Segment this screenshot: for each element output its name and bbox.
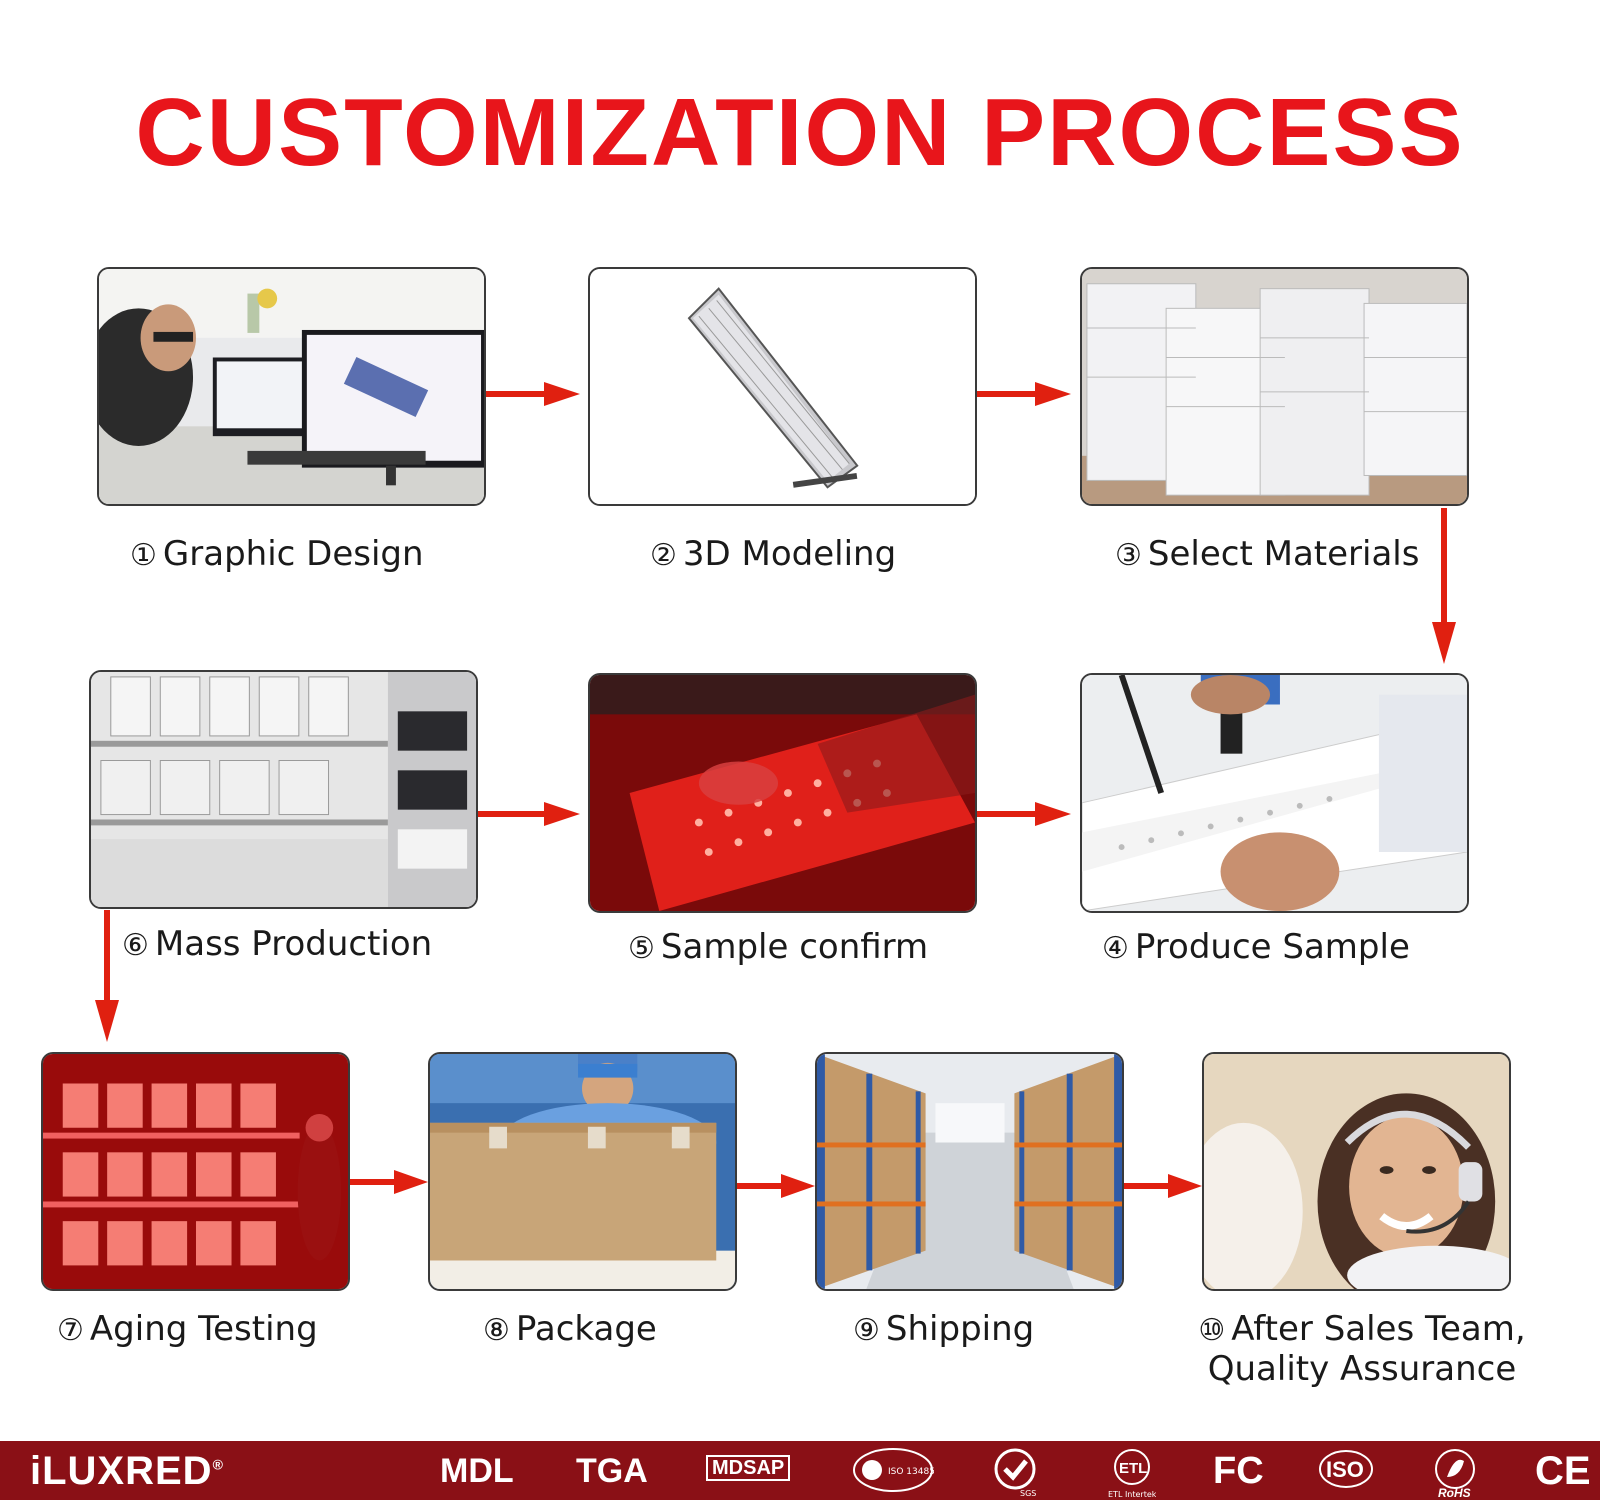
arrow-right-icon xyxy=(1124,1172,1202,1200)
arrow-right-icon xyxy=(478,800,580,828)
arrow-down-icon xyxy=(93,910,121,1042)
arrow-right-icon xyxy=(977,800,1071,828)
step-number: ① xyxy=(130,538,157,573)
arrow-right-icon xyxy=(350,1168,428,1196)
step-6-image xyxy=(89,670,478,909)
etl-cert-icon: ETL ETL Intertek xyxy=(1108,1449,1156,1499)
arrow-right-icon xyxy=(737,1172,815,1200)
rohs-label: RoHS xyxy=(1438,1486,1471,1499)
step-2-image xyxy=(588,267,977,506)
step-10-image xyxy=(1202,1052,1511,1291)
step-number: ② xyxy=(650,538,677,573)
step-5-image xyxy=(588,673,977,913)
step-number: ⑩ xyxy=(1198,1313,1226,1348)
footer-bar: iLUXRED® MDL TGA MDSAP ISO 13485 SGS ETL… xyxy=(0,1441,1600,1500)
svg-text:ETL: ETL xyxy=(1119,1460,1147,1477)
page-title: CUSTOMIZATION PROCESS xyxy=(135,79,1465,186)
step-number: ⑨ xyxy=(853,1313,880,1348)
iso-label: ISO xyxy=(1326,1457,1364,1482)
step-number: ⑦ xyxy=(57,1313,84,1348)
step-number: ④ xyxy=(1102,931,1129,966)
step-4-image xyxy=(1080,673,1469,913)
step-number: ⑥ xyxy=(122,928,149,963)
mdl-cert-logo: MDL xyxy=(440,1452,514,1490)
etl-label: ETL Intertek xyxy=(1108,1490,1156,1499)
step-9-image xyxy=(815,1052,1124,1291)
arrow-down-icon xyxy=(1430,508,1458,664)
fc-cert-logo: FC xyxy=(1213,1450,1264,1492)
step-3-image xyxy=(1080,267,1469,506)
step-number: ③ xyxy=(1115,538,1142,573)
iso-13485-cert-icon: ISO 13485 xyxy=(853,1448,934,1492)
ce-cert-logo: CE xyxy=(1535,1449,1591,1493)
step-number: ⑤ xyxy=(628,931,655,966)
sgs-cert-icon: SGS xyxy=(994,1448,1036,1497)
iso-13485-label: ISO 13485 xyxy=(888,1467,934,1477)
arrow-right-icon xyxy=(977,380,1071,408)
sgs-label: SGS xyxy=(1020,1489,1036,1497)
mdsap-cert-logo: MDSAP xyxy=(706,1455,791,1481)
tga-cert-logo: TGA xyxy=(576,1452,648,1490)
step-1-image xyxy=(97,267,486,506)
rohs-cert-icon: RoHS xyxy=(1435,1449,1475,1499)
iso-cert-icon: ISO xyxy=(1319,1450,1373,1488)
brand-logo: iLUXRED® xyxy=(30,1449,224,1493)
step-8-image xyxy=(428,1052,737,1291)
step-number: ⑧ xyxy=(483,1313,510,1348)
step-7-image xyxy=(41,1052,350,1291)
arrow-right-icon xyxy=(486,380,580,408)
